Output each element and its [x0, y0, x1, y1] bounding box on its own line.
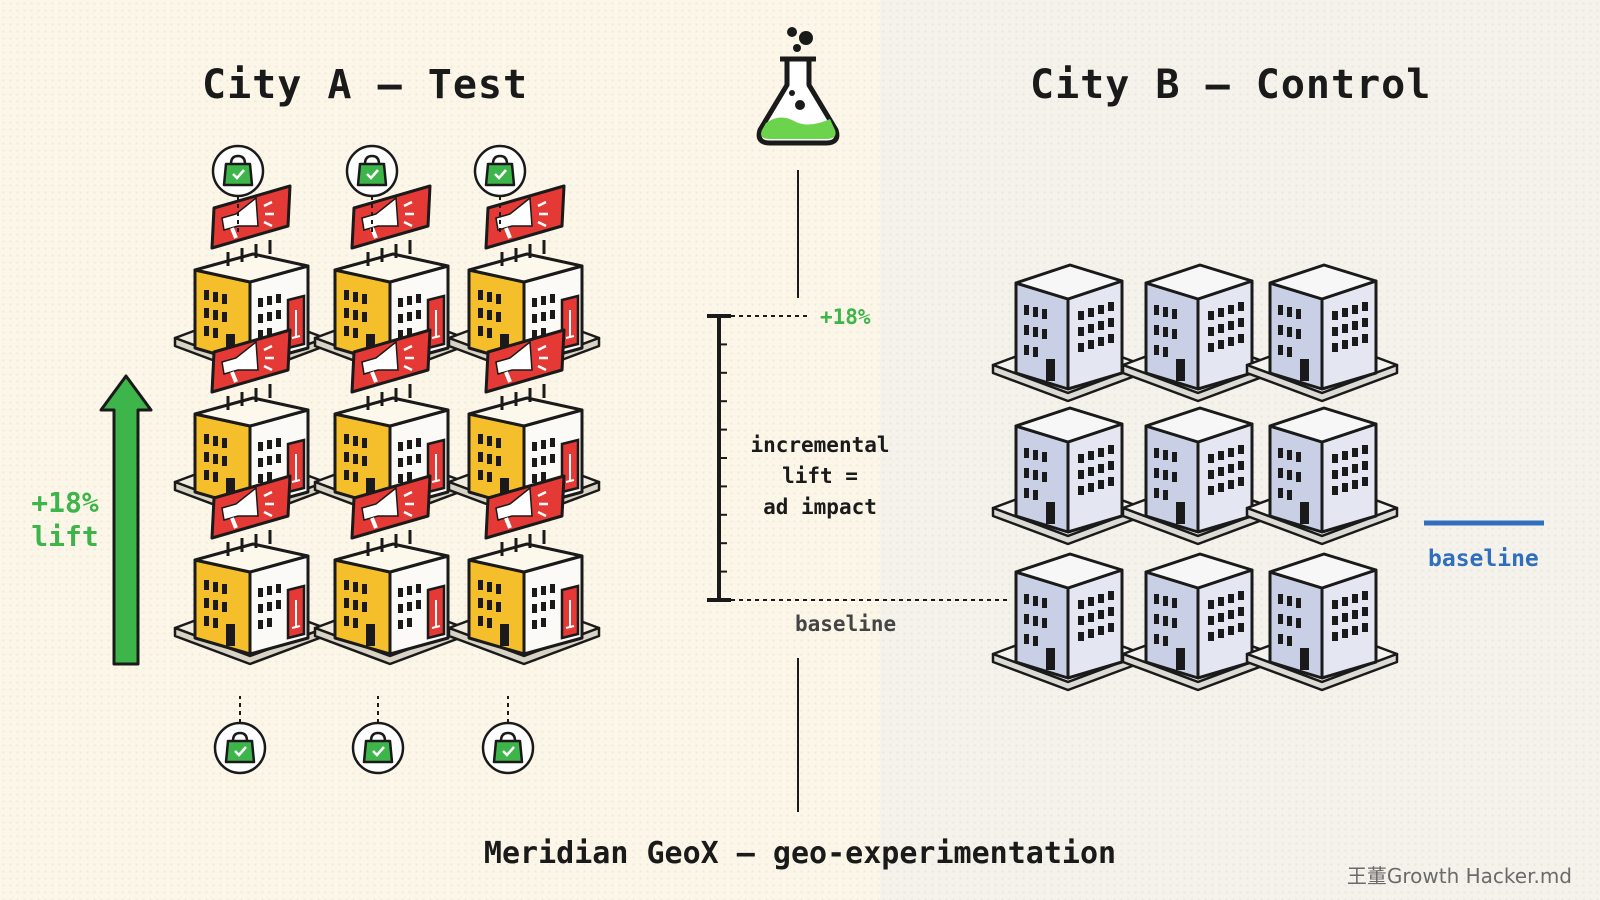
lift-label-word: lift	[31, 520, 99, 553]
test-city-title: City A — Test	[202, 62, 529, 108]
lift-scale-bracket	[707, 314, 1010, 602]
scale-middle-line-3: ad impact	[763, 495, 877, 519]
control-plain-building-icon	[991, 552, 1145, 692]
control-plain-building-icon	[1121, 263, 1275, 403]
lift-label: +18% lift	[20, 486, 110, 554]
test-building-with-billboard-icon	[447, 474, 601, 666]
control-panel-background	[880, 0, 1600, 900]
control-plain-building-icon	[1245, 552, 1399, 692]
shopping-bag-check-icon	[213, 721, 267, 775]
control-plain-building-icon	[1245, 406, 1399, 546]
test-building-with-billboard-icon	[313, 474, 467, 666]
control-city-title: City B — Control	[1030, 62, 1432, 108]
control-plain-building-icon	[1121, 406, 1275, 546]
shopping-bag-check-icon	[211, 144, 265, 198]
shopping-bag-check-icon	[481, 721, 535, 775]
diagram-caption: Meridian GeoX — geo-experimentation	[483, 836, 1117, 871]
scale-middle-line-2: lift =	[782, 464, 858, 488]
lift-arrow-icon	[99, 374, 153, 666]
test-city-grid	[173, 184, 601, 666]
watermark: 王董Growth Hacker.md	[1346, 864, 1572, 888]
scale-baseline-label: baseline	[795, 612, 897, 636]
control-city-grid	[991, 263, 1399, 692]
scale-middle-line-1: incremental	[750, 433, 890, 457]
scale-top-label: +18%	[820, 305, 871, 329]
shopping-bag-check-icon	[473, 144, 527, 198]
purchase-icons	[211, 144, 535, 775]
scale-middle-label: incremental lift = ad impact	[730, 430, 910, 523]
control-plain-building-icon	[1245, 263, 1399, 403]
flask-icon	[756, 27, 840, 146]
control-plain-building-icon	[991, 263, 1145, 403]
shopping-bag-check-icon	[351, 721, 405, 775]
control-baseline-label: baseline	[1428, 546, 1539, 572]
test-building-with-billboard-icon	[173, 474, 327, 666]
control-plain-building-icon	[1121, 552, 1275, 692]
control-plain-building-icon	[991, 406, 1145, 546]
shopping-bag-check-icon	[345, 144, 399, 198]
lift-label-value: +18%	[31, 486, 99, 519]
